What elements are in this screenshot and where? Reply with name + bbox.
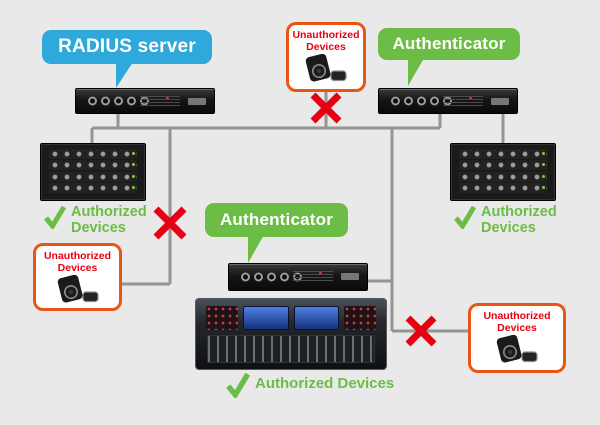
authorized-devices-label-left: Authorized Devices	[44, 204, 147, 236]
unauthorized-devices-box-top: Unauthorized Devices	[286, 22, 366, 92]
unauthorized-devices-label: Unauthorized Devices	[483, 310, 551, 335]
unauthorized-devices-label: Unauthorized Devices	[43, 250, 112, 275]
authorized-devices-text: Authorized Devices	[481, 204, 557, 236]
unauthorized-devices-box-right: Unauthorized Devices	[468, 303, 566, 373]
speaker-icon	[496, 334, 538, 362]
io-rack-unit	[49, 183, 137, 193]
unauthorized-devices-label: Unauthorized Devices	[292, 29, 360, 54]
io-led	[542, 174, 545, 178]
io-rack-unit	[49, 171, 137, 182]
io-led	[542, 163, 545, 166]
authorized-line1: Authorized	[71, 204, 147, 220]
io-rack-unit	[459, 160, 547, 170]
authorized-devices-label-right: Authorized Devices	[454, 204, 557, 236]
authorized-devices-text: Authorized Devices	[71, 204, 147, 236]
blocked-x-icon-left	[153, 206, 187, 240]
authenticator-center-label: Authenticator	[219, 210, 334, 229]
authenticator-center-bubble-tail	[248, 235, 264, 263]
authorized-line2: Devices	[481, 219, 536, 236]
unauthorized-line2: Devices	[497, 321, 537, 334]
console-top-panel	[206, 306, 376, 330]
authenticator-top-device	[378, 88, 518, 114]
unauthorized-line1: Unauthorized	[292, 29, 360, 41]
authenticator-top-label: Authenticator	[392, 34, 506, 53]
radius-server-label: RADIUS server	[58, 36, 196, 57]
io-led	[132, 186, 135, 189]
unauthorized-line1: Unauthorized	[483, 310, 551, 322]
authenticator-center-device	[228, 263, 368, 291]
console-button-panel	[343, 306, 376, 330]
authorized-line1: Authorized	[481, 204, 557, 220]
io-rack-unit	[459, 183, 547, 193]
console-faders	[207, 335, 375, 363]
radius-server-bubble-tail	[116, 62, 133, 88]
radius-server-bubble: RADIUS server	[42, 30, 212, 64]
authorized-line2: Devices	[71, 219, 126, 236]
io-led	[132, 174, 135, 178]
unauthorized-devices-box-left: Unauthorized Devices	[33, 243, 122, 311]
console-screen	[293, 306, 339, 330]
rack-label-plate	[188, 98, 206, 105]
speaker-icon	[305, 53, 347, 81]
authenticator-top-bubble: Authenticator	[378, 28, 520, 60]
authenticator-center-bubble: Authenticator	[205, 203, 348, 237]
io-rack-right	[450, 143, 556, 201]
console-screen	[243, 306, 289, 330]
authenticator-top-bubble-tail	[408, 58, 424, 86]
radius-server-device	[75, 88, 215, 114]
rack-label-plate	[491, 98, 509, 105]
check-icon	[454, 205, 476, 229]
io-led	[542, 186, 545, 189]
io-led	[542, 151, 545, 155]
io-led	[132, 163, 135, 166]
rack-vents	[140, 96, 180, 108]
blocked-x-icon-top	[310, 92, 342, 124]
unauthorized-line1: Unauthorized	[43, 250, 112, 262]
speaker-icon	[57, 274, 99, 302]
blocked-x-icon-right	[405, 315, 437, 347]
rack-vents	[443, 96, 483, 108]
authorized-devices-label-console: Authorized Devices	[226, 372, 394, 398]
rack-vents	[293, 271, 333, 283]
io-rack-unit	[49, 160, 137, 170]
unauthorized-line2: Devices	[57, 261, 98, 274]
mixing-console	[195, 298, 387, 370]
io-rack-unit	[49, 148, 137, 159]
io-led	[132, 151, 135, 155]
console-button-panel	[206, 306, 239, 330]
io-rack-unit	[459, 148, 547, 159]
unauthorized-line2: Devices	[306, 40, 346, 53]
authorized-devices-text: Authorized Devices	[255, 375, 395, 392]
check-icon	[44, 205, 66, 229]
io-rack-left	[40, 143, 146, 201]
io-rack-unit	[459, 171, 547, 182]
rack-label-plate	[341, 273, 359, 280]
check-icon	[226, 372, 250, 398]
